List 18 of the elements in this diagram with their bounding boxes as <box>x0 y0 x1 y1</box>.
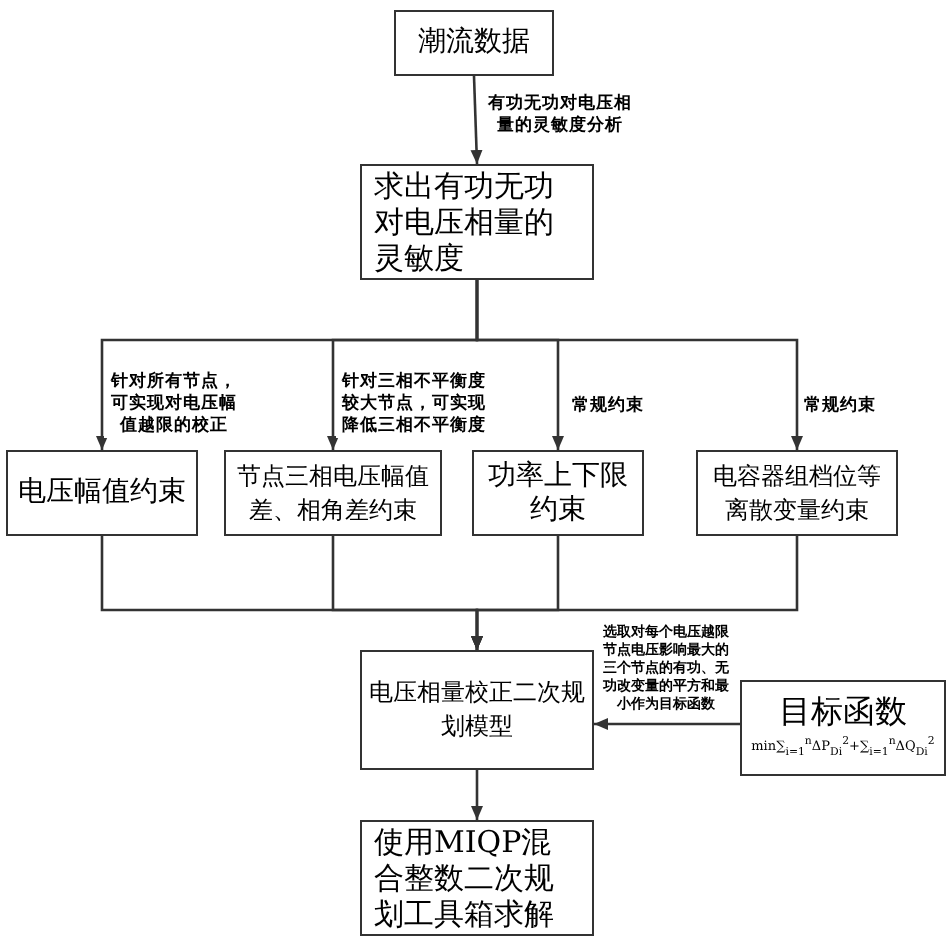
arrow <box>475 280 803 450</box>
arrow <box>470 75 483 165</box>
process-box: 电压相量校正二次规划模型 <box>360 650 594 770</box>
edge-label: 常规约束 <box>800 396 880 418</box>
arrow <box>471 770 483 820</box>
process-box: 电压幅值约束 <box>6 450 198 536</box>
process-box: 节点三相电压幅值差、相角差约束 <box>224 450 442 536</box>
process-box: 潮流数据 <box>394 10 554 76</box>
arrow <box>471 536 799 650</box>
arrow <box>594 718 740 730</box>
objective-box <box>740 680 946 776</box>
process-box: 电容器组档位等离散变量约束 <box>696 450 898 536</box>
process-box: 使用MIQP混合整数二次规划工具箱求解 <box>360 820 594 936</box>
edge-label: 常规约束 <box>568 396 648 418</box>
process-box: 功率上下限约束 <box>472 450 644 536</box>
box-title: 目标函数 <box>779 691 907 730</box>
process-box: 求出有功无功对电压相量的灵敏度 <box>360 164 594 280</box>
edge-label: 针对三相不平衡度较大节点，可实现降低三相不平衡度 <box>336 372 492 438</box>
